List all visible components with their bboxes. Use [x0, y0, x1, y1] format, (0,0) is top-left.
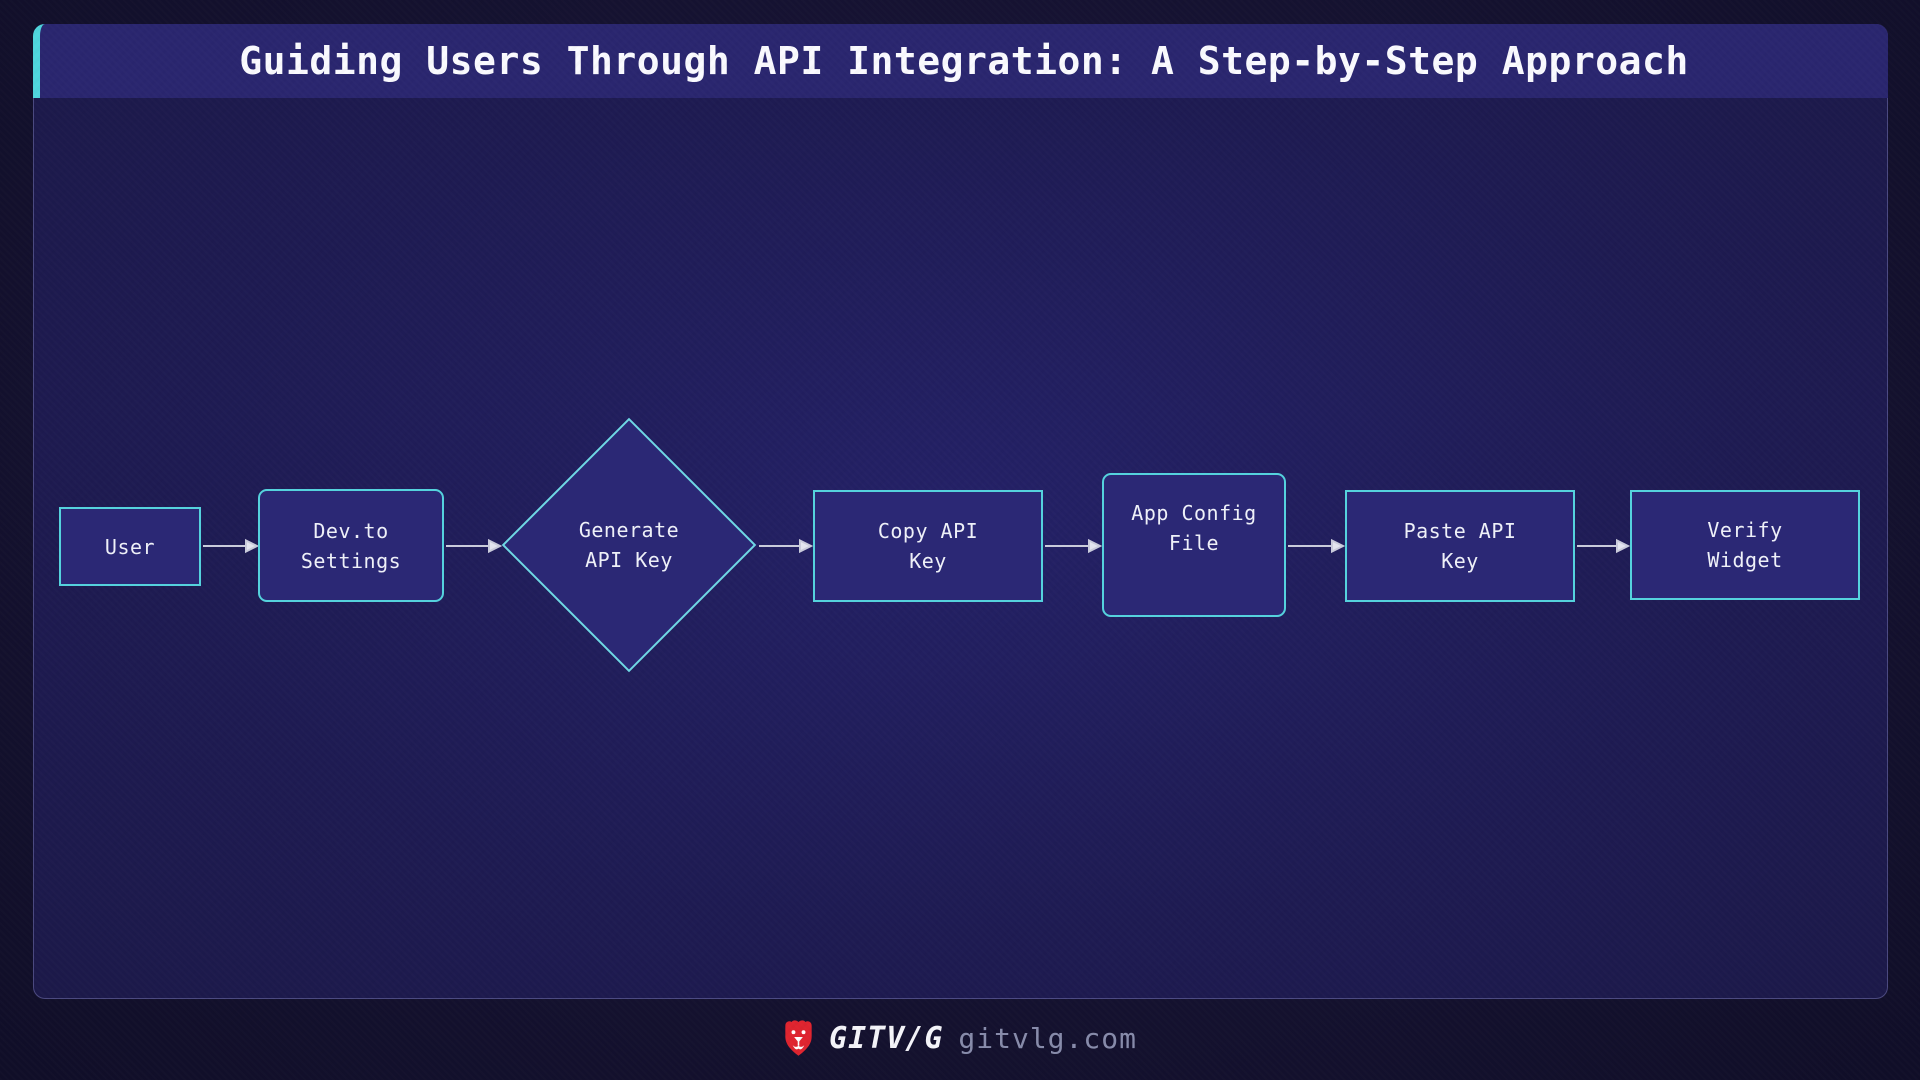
brand-name: GITV/G [829, 1020, 944, 1056]
site-url: gitvlg.com [958, 1021, 1137, 1055]
node-label-line1: Dev.to [313, 518, 389, 543]
node-label-line2: Widget [1707, 548, 1783, 572]
node-user: User [59, 507, 201, 586]
node-app-config-file: App Config File [1102, 473, 1286, 617]
edge-user-devto [203, 538, 260, 554]
page-title: Guiding Users Through API Integration: A… [239, 39, 1689, 83]
edge-paste-verify [1577, 538, 1631, 554]
node-generate-api-key: Generate API Key [529, 515, 729, 575]
node-verify-widget: Verify Widget [1630, 490, 1860, 600]
node-label-line2: Settings [300, 548, 402, 573]
node-label-line1: Paste API [1403, 519, 1517, 543]
edge-generate-copy [759, 538, 814, 554]
node-label-line2: Key [909, 549, 947, 573]
edge-devto-generate [446, 538, 503, 554]
node-label-line1: Copy API [877, 519, 979, 543]
edge-copy-appconfig [1045, 538, 1103, 554]
node-label-line2: Key [1441, 549, 1479, 573]
node-paste-api-key: Paste API Key [1345, 490, 1575, 602]
title-bar: Guiding Users Through API Integration: A… [33, 24, 1888, 98]
lion-logo-icon [785, 1019, 812, 1056]
node-label-line1: Generate [578, 518, 680, 542]
node-label-line1: App Config [1131, 501, 1257, 525]
node-label: User [104, 534, 156, 559]
node-label-line1: Verify [1707, 518, 1783, 542]
node-copy-api-key: Copy API Key [813, 490, 1043, 602]
footer: GITV/G gitvlg.com [0, 1006, 1920, 1070]
node-devto-settings: Dev.to Settings [258, 489, 444, 602]
edge-appconfig-paste [1288, 538, 1346, 554]
node-label-line2: API Key [585, 548, 673, 572]
node-label-line2: File [1168, 531, 1220, 555]
